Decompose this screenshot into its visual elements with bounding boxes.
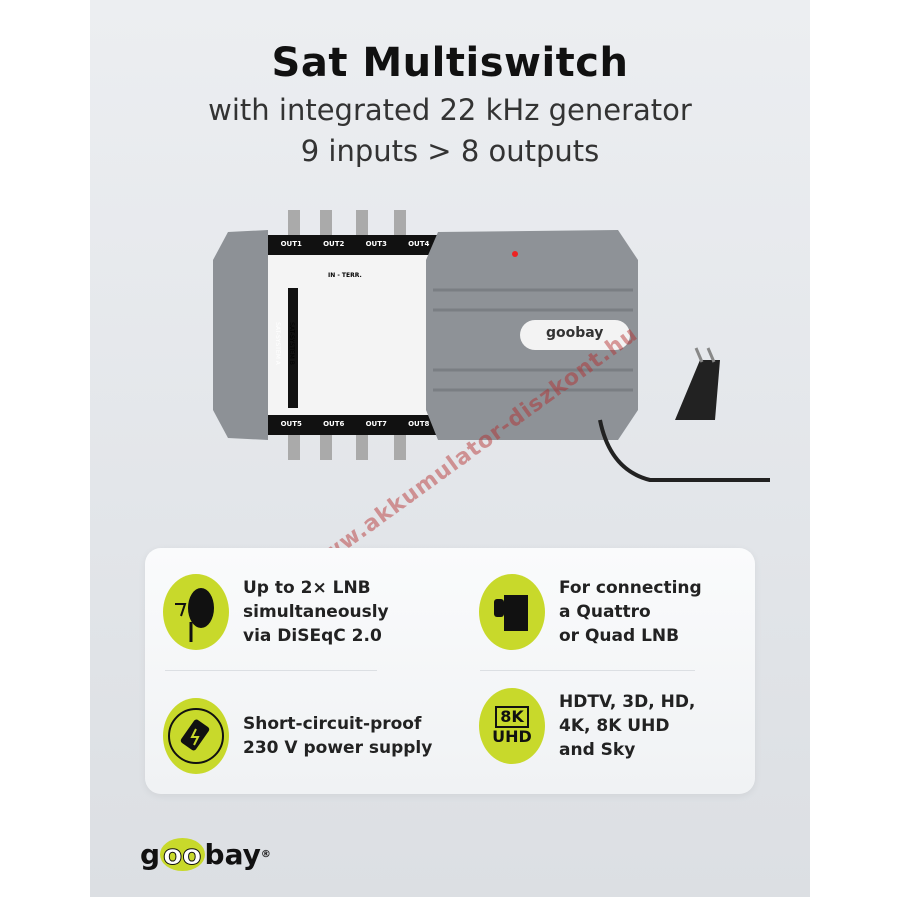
badge-uhd: UHD	[492, 727, 532, 746]
device-body-icon	[213, 210, 638, 460]
feature-text: Up to 2× LNB simultaneously via DiSEqC 2…	[243, 578, 389, 646]
logo-g: g	[140, 838, 161, 871]
output-label: OUT5	[280, 420, 302, 428]
output-label: OUT1	[280, 240, 302, 248]
page-title: Sat Multiswitch	[271, 40, 629, 86]
feature-item: For connecting a Quattro or Quad LNB	[479, 574, 702, 650]
subtitle-line-1: with integrated 22 kHz generator	[208, 93, 692, 127]
multiswitch-image: OUT1 OUT2 OUT3 OUT4 OUT5 OUT6 OUT7 OUT8 IN - T…	[208, 210, 748, 460]
power-cable-icon	[598, 347, 770, 482]
satellite-dish-icon	[163, 574, 229, 650]
input-terr-label: IN - TERR.	[328, 272, 362, 279]
8k-uhd-icon: 8K UHD	[479, 688, 545, 764]
output-label: OUT6	[323, 420, 345, 428]
feature-text: HDTV, 3D, HD, 4K, 8K UHD and Sky	[559, 692, 696, 760]
logo-oo: oo	[160, 838, 205, 872]
logo-reg: ®	[260, 849, 271, 860]
output-label: OUT4	[408, 240, 430, 248]
power-supply-icon	[163, 698, 229, 774]
feature-item: Up to 2× LNB simultaneously via DiSEqC 2…	[163, 574, 389, 650]
feature-text: For connecting a Quattro or Quad LNB	[559, 578, 702, 646]
product-panel: Sat Multiswitch with integrated 22 kHz g…	[90, 0, 810, 897]
output-label: OUT7	[365, 420, 387, 428]
subtitle-line-2: 9 inputs > 8 outputs	[300, 134, 600, 168]
badge-8k: 8K	[495, 706, 529, 728]
feature-item: 8K UHD HDTV, 3D, HD, 4K, 8K UHD and Sky	[479, 688, 695, 764]
output-label: OUT8	[408, 420, 430, 428]
divider	[165, 670, 377, 671]
output-label: OUT2	[323, 240, 345, 248]
output-label: OUT3	[365, 240, 387, 248]
divider	[480, 670, 695, 671]
device-brand-logo: goobay	[546, 325, 604, 341]
logo-bay: bay	[204, 838, 261, 871]
feature-item: Short-circuit-proof 230 V power supply	[163, 698, 432, 774]
features-card: Up to 2× LNB simultaneously via DiSEqC 2…	[145, 548, 755, 794]
lnb-icon	[479, 574, 545, 650]
feature-text: Short-circuit-proof 230 V power supply	[243, 714, 433, 758]
